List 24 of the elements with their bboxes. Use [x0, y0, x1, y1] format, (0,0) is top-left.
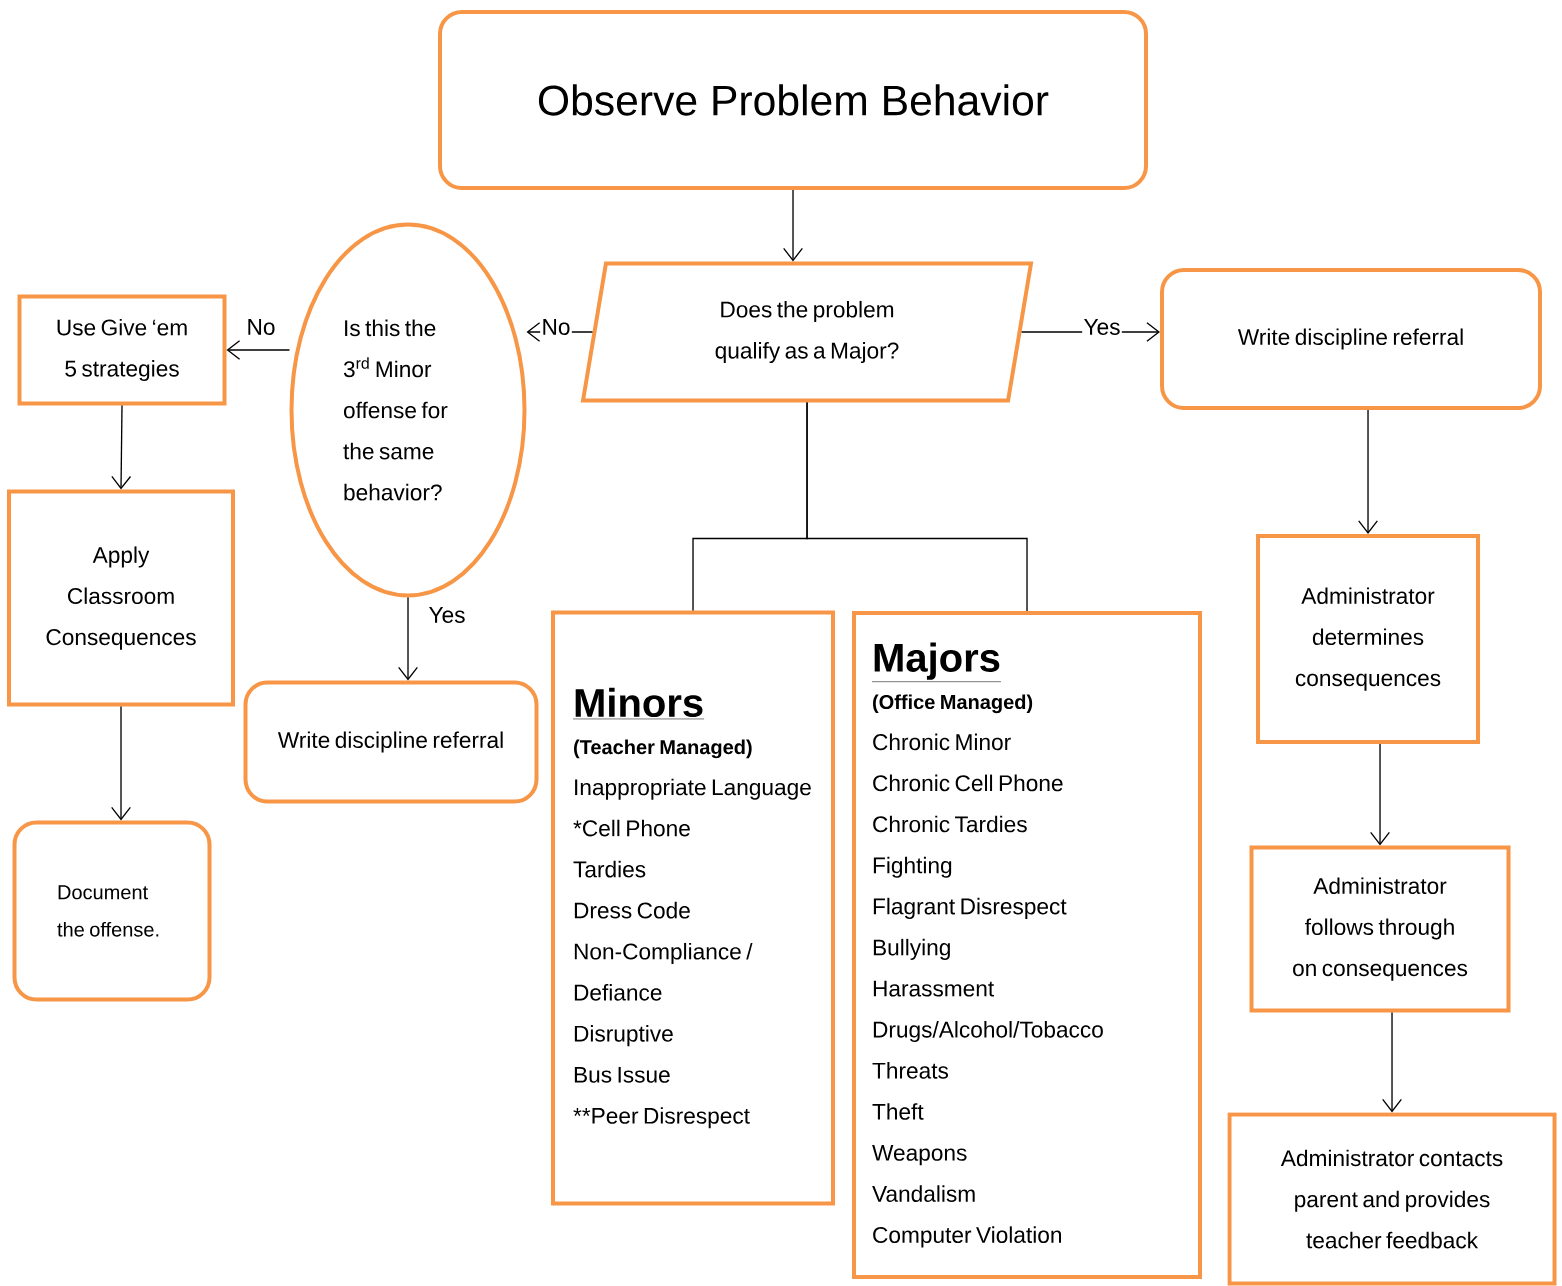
process-box: Observe Problem Behavior [438, 10, 1148, 190]
arrow [1370, 743, 1390, 846]
list-box: Majors (Office Managed) Chronic Minor Chronic Cell Phone Chronic Tardies Fighting Flagrant Disrespect Bullying Harassment Drugs/Alcohol/Tobacco Threats Theft Weapons Vandalism Computer Violation [852, 611, 1202, 1279]
process-box: Write discipline referral [243, 680, 539, 804]
arrow [398, 596, 418, 681]
connector-line [806, 401, 1028, 612]
list-box: Minors (Teacher Managed) Inappropriate Language *Cell Phone Tardies Dress Code Non-Compliance / Defiance Disruptive Bus Issue **Peer Disrespect [551, 610, 835, 1206]
arrow [1382, 1011, 1402, 1113]
arrow [1358, 409, 1378, 534]
process-box: Administrator follows through on consequences [1249, 845, 1511, 1013]
process-box: Administrator determines consequences [1256, 534, 1480, 744]
process-box: Write discipline referral [1160, 268, 1542, 410]
edge-label: No [245, 317, 277, 337]
arrow [111, 404, 132, 490]
edge-label: Yes [1082, 317, 1122, 337]
process-box: Apply Classroom Consequences [7, 489, 235, 707]
process-box: Administrator contacts parent and provides teacher feedback [1227, 1112, 1557, 1286]
process-box: Use Give ‘em 5 strategies [17, 294, 227, 406]
edge-label: Yes [427, 605, 467, 625]
arrow [111, 705, 131, 821]
arrow [226, 340, 291, 360]
edge-label: No [540, 317, 572, 337]
process-box: Document the offense. [12, 820, 212, 1002]
arrow [783, 189, 803, 262]
